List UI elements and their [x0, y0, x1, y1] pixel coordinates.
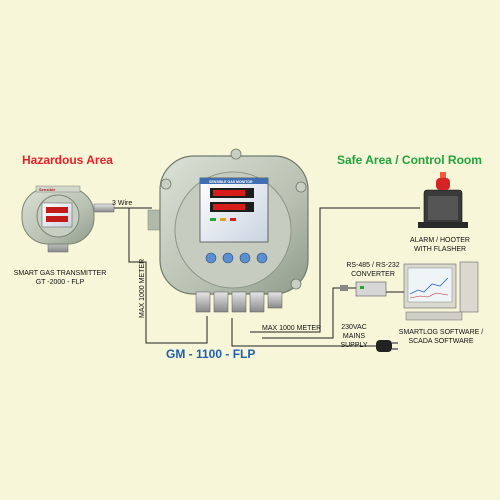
- wire-mains-supply: [231, 318, 380, 347]
- transmitter-brand: Sensible: [39, 187, 56, 192]
- gas-transmitter: [21, 185, 115, 253]
- key-4-icon: [256, 252, 268, 264]
- converter-label-line2: CONVERTER: [351, 271, 395, 278]
- hazardous-area-title: Hazardous Area: [22, 153, 113, 167]
- transmitter-label: SMART GAS TRANSMITTER GT -2000 - FLP: [4, 269, 116, 287]
- converter-label: RS-485 / RS-232 CONVERTER: [336, 261, 410, 279]
- panel-header: SENSIBLE GAS MONITOR: [209, 180, 253, 184]
- alarm-hooter: [418, 172, 468, 228]
- safe-area-title: Safe Area / Control Room: [337, 153, 482, 167]
- transmitter-label-line2: GT -2000 - FLP: [35, 279, 85, 286]
- max-distance-horizontal-label: MAX 1000 METER: [262, 325, 322, 332]
- cable-glands: [195, 291, 283, 313]
- computer-label: SMARTLOG SOFTWARE / SCADA SOFTWARE: [392, 328, 490, 346]
- converter-label-line1: RS-485 / RS-232: [346, 262, 400, 269]
- computer-workstation: [403, 261, 479, 321]
- wire-transmitter-to-cable-run: [128, 208, 208, 344]
- key-1-icon: [205, 252, 217, 264]
- key-2-icon: [222, 252, 234, 264]
- mains-supply-line2: MAINS SUPPLY: [340, 333, 368, 349]
- computer-label-line2: SCADA SOFTWARE: [408, 338, 474, 345]
- computer-label-line1: SMARTLOG SOFTWARE /: [398, 329, 484, 336]
- mains-supply-line1: 230VAC: [341, 324, 367, 331]
- three-wire-label: 3 Wire: [112, 200, 133, 207]
- controller-model-label: GM - 1100 - FLP: [166, 347, 256, 361]
- alarm-label-line2: WITH FLASHER: [413, 246, 467, 253]
- max-distance-vertical-label: MAX 1000 METER: [139, 258, 146, 318]
- wire-controller-to-alarm: [250, 207, 420, 333]
- mains-plug-icon: [376, 340, 398, 352]
- alarm-label-line1: ALARM / HOOTER: [410, 237, 470, 244]
- controller-enclosure: [147, 148, 309, 313]
- mains-supply-label: 230VAC MAINS SUPPLY: [330, 323, 378, 350]
- key-3-icon: [239, 252, 251, 264]
- alarm-label: ALARM / HOOTER WITH FLASHER: [398, 236, 482, 254]
- converter-box: [340, 281, 387, 297]
- transmitter-label-line1: SMART GAS TRANSMITTER: [13, 270, 107, 277]
